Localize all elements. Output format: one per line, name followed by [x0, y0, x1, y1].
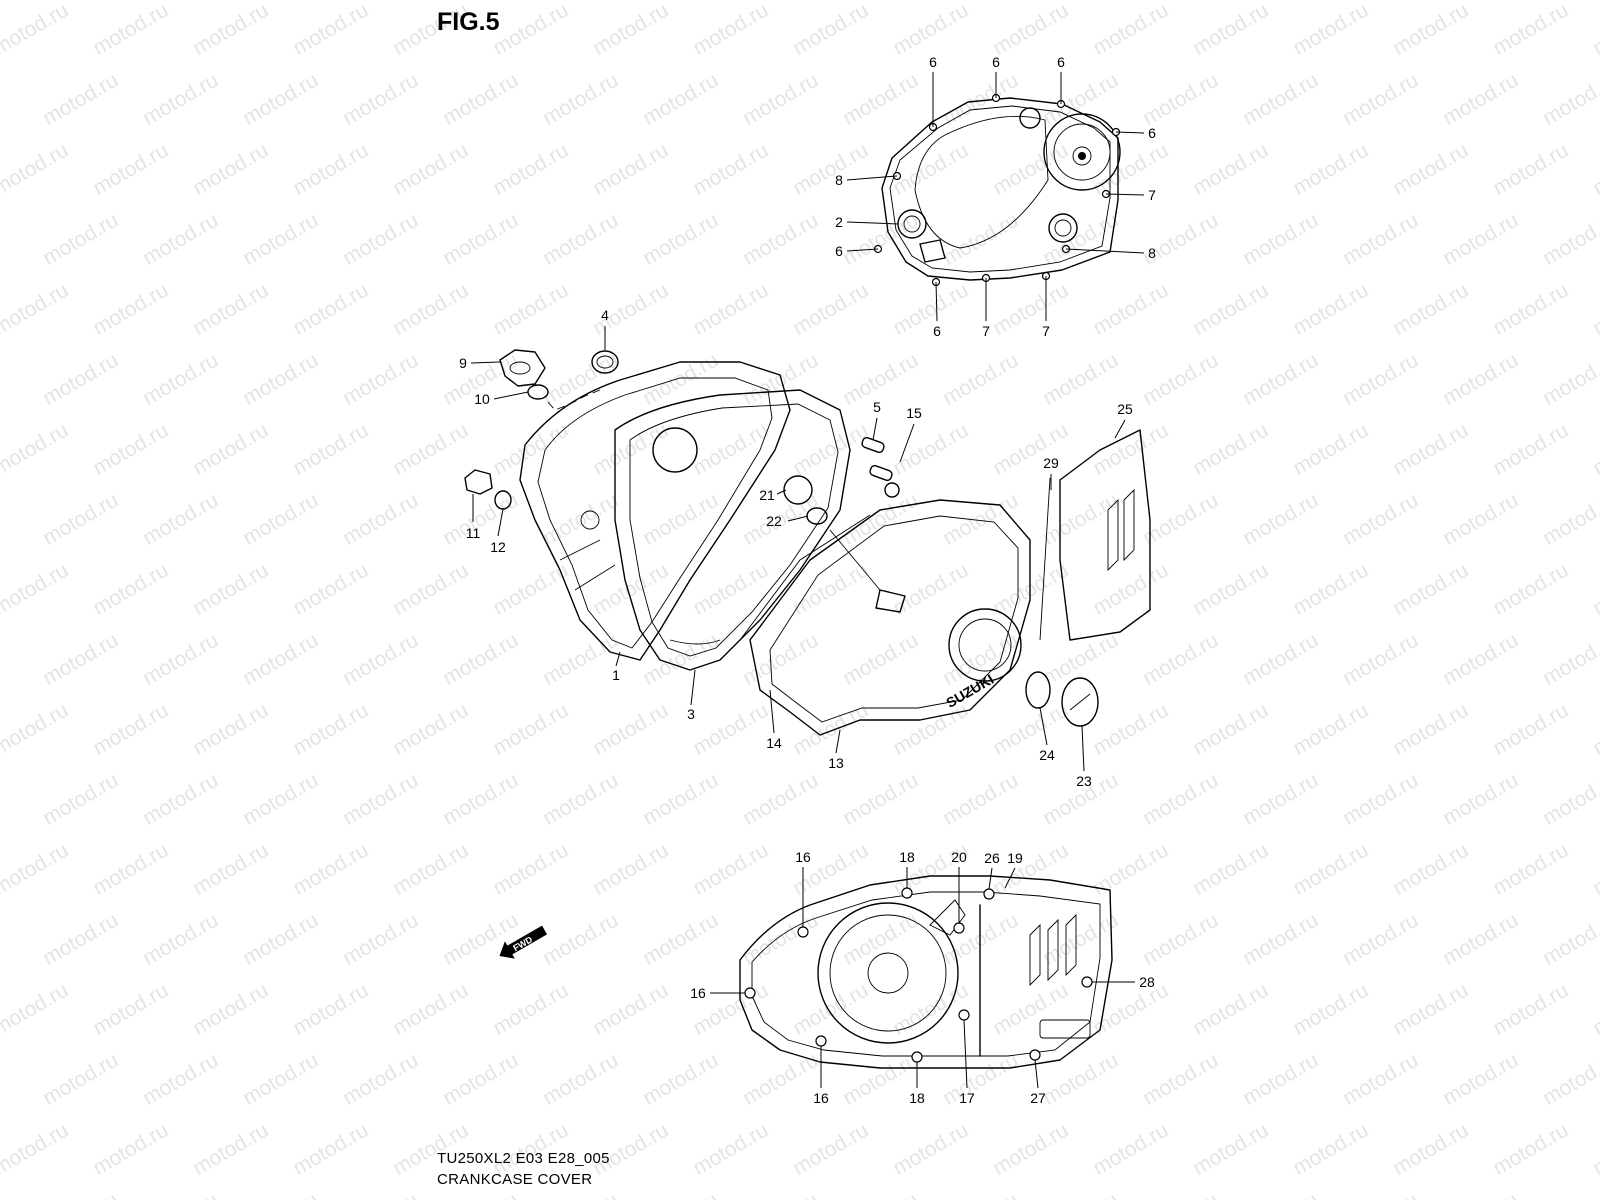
cap-part-23: [1061, 677, 1099, 727]
leader-line-part-3: [690, 669, 696, 706]
gasket-part-14: [739, 514, 871, 641]
figure-caption: CRANKCASE COVER: [437, 1171, 593, 1188]
callout-part-7: 7: [1042, 323, 1050, 339]
o-ring-part-10: [527, 384, 549, 400]
callout-part-24: 24: [1039, 747, 1055, 763]
filler-cap-part-9: [499, 349, 546, 387]
leader-line-part-13: [835, 729, 841, 754]
leader-line-part-24: [1039, 707, 1048, 746]
callout-part-7: 7: [982, 323, 990, 339]
drain-bolt-part-11: [464, 469, 493, 495]
oil-seal-part-4: [591, 350, 619, 374]
leader-line-part-22: [787, 515, 809, 522]
callout-part-10: 10: [474, 391, 490, 407]
assembled-crankcase-cover: [739, 875, 1113, 1069]
callout-part-20: 20: [951, 849, 967, 865]
callout-part-16: 16: [813, 1090, 829, 1106]
figure-title: FIG.5: [437, 8, 500, 36]
callout-part-11: 11: [466, 525, 481, 541]
plug-part-21: [783, 475, 813, 505]
leader-line-part-8: [846, 175, 898, 181]
callout-part-2: 2: [835, 214, 843, 230]
callout-part-12: 12: [490, 539, 506, 555]
callout-part-5: 5: [873, 399, 881, 415]
leader-line-part-21: [776, 489, 787, 495]
callout-part-9: 9: [459, 355, 467, 371]
gasket-part-12: [494, 490, 512, 510]
callout-part-29: 29: [1043, 455, 1059, 471]
callout-part-19: 19: [1007, 850, 1023, 866]
leader-line-part-6: [846, 248, 879, 252]
leader-line-part-6: [935, 281, 938, 322]
leader-line-part-10: [493, 391, 529, 400]
callout-part-26: 26: [984, 850, 1000, 866]
figure-code: TU250XL2 E03 E28_005: [437, 1150, 610, 1167]
leader-line-part-5: [872, 417, 878, 441]
callout-part-6: 6: [929, 54, 937, 70]
callout-part-21: 21: [759, 487, 775, 503]
leader-line-part-15: [899, 423, 915, 463]
callout-part-6: 6: [1057, 54, 1065, 70]
callout-part-22: 22: [766, 513, 782, 529]
callout-part-7: 7: [1148, 187, 1156, 203]
callout-part-8: 8: [1148, 245, 1156, 261]
callout-part-23: 23: [1076, 773, 1092, 789]
leader-line-part-6: [1115, 131, 1145, 134]
leader-line-part-19: [1004, 867, 1016, 889]
callout-part-16: 16: [795, 849, 811, 865]
callout-part-1: 1: [612, 667, 620, 683]
leader-line-part-14: [769, 689, 775, 734]
assembly-guide-9: [547, 389, 601, 411]
leader-line-part-17: [963, 1019, 968, 1089]
o-ring-part-24: [1025, 671, 1051, 709]
clutch-cover-outer-view: [873, 93, 1121, 287]
callout-part-18: 18: [909, 1090, 925, 1106]
callout-part-6: 6: [835, 243, 843, 259]
callout-part-15: 15: [906, 405, 922, 421]
leader-line-part-7: [1105, 193, 1145, 196]
callout-part-6: 6: [1148, 125, 1156, 141]
callout-part-16: 16: [690, 985, 706, 1001]
callout-part-14: 14: [766, 735, 782, 751]
callout-part-25: 25: [1117, 401, 1133, 417]
clutch-cover-part-1: [519, 361, 791, 661]
callout-part-27: 27: [1030, 1090, 1046, 1106]
callout-part-6: 6: [992, 54, 1000, 70]
magneto-cover-part-13: SUZUKI: [749, 499, 1031, 736]
leader-line-part-2: [846, 221, 899, 225]
leader-line-part-1: [615, 651, 621, 667]
leader-line-part-26: [988, 867, 993, 890]
callout-part-18: 18: [899, 849, 915, 865]
leader-line-part-9: [470, 361, 501, 364]
callout-part-13: 13: [828, 755, 844, 771]
gasket-part-3: [614, 389, 851, 671]
generator-cover-part-25: [1059, 429, 1151, 641]
leader-line-part-23: [1081, 725, 1085, 772]
gasket-part-29: [1039, 477, 1051, 641]
callout-part-8: 8: [835, 172, 843, 188]
o-ring-part-22: [806, 507, 828, 525]
leader-line-part-25: [1114, 419, 1126, 439]
callout-part-17: 17: [959, 1090, 975, 1106]
fwd-arrow-icon: FWD: [499, 925, 548, 959]
leader-line-part-27: [1034, 1059, 1039, 1089]
callout-part-28: 28: [1139, 974, 1155, 990]
callout-part-3: 3: [687, 706, 695, 722]
leader-line-part-12: [497, 508, 504, 537]
callout-part-4: 4: [601, 307, 609, 323]
callout-part-6: 6: [933, 323, 941, 339]
leader-line-part-8: [1065, 248, 1145, 254]
dowel-pins-part-5-15: [861, 436, 900, 498]
